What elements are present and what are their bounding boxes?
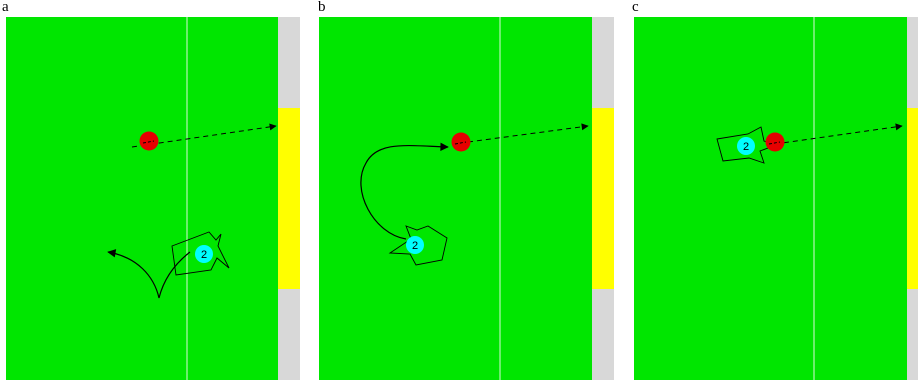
ball bbox=[766, 133, 785, 152]
panel-b: b 2 bbox=[314, 0, 616, 382]
ball bbox=[140, 132, 159, 151]
field bbox=[6, 17, 278, 380]
field bbox=[634, 17, 907, 380]
wall-top bbox=[592, 17, 614, 108]
goal bbox=[907, 108, 918, 289]
panel-c-diagram: 2 bbox=[628, 0, 918, 382]
goal bbox=[278, 108, 300, 289]
wall-bottom bbox=[592, 289, 614, 380]
ball bbox=[452, 133, 471, 152]
robot-number: 2 bbox=[412, 240, 418, 252]
robot-number: 2 bbox=[201, 249, 207, 261]
wall-top bbox=[278, 17, 300, 108]
wall-bottom bbox=[907, 289, 918, 380]
field bbox=[319, 17, 592, 380]
panel-a: a 2 bbox=[0, 0, 302, 382]
wall-bottom bbox=[278, 289, 300, 380]
robot-number: 2 bbox=[743, 141, 749, 153]
panel-c: c 2 bbox=[628, 0, 918, 382]
panel-a-diagram: 2 bbox=[0, 0, 302, 382]
wall-top bbox=[907, 17, 918, 108]
panel-b-diagram: 2 bbox=[314, 0, 616, 382]
goal bbox=[592, 108, 614, 289]
